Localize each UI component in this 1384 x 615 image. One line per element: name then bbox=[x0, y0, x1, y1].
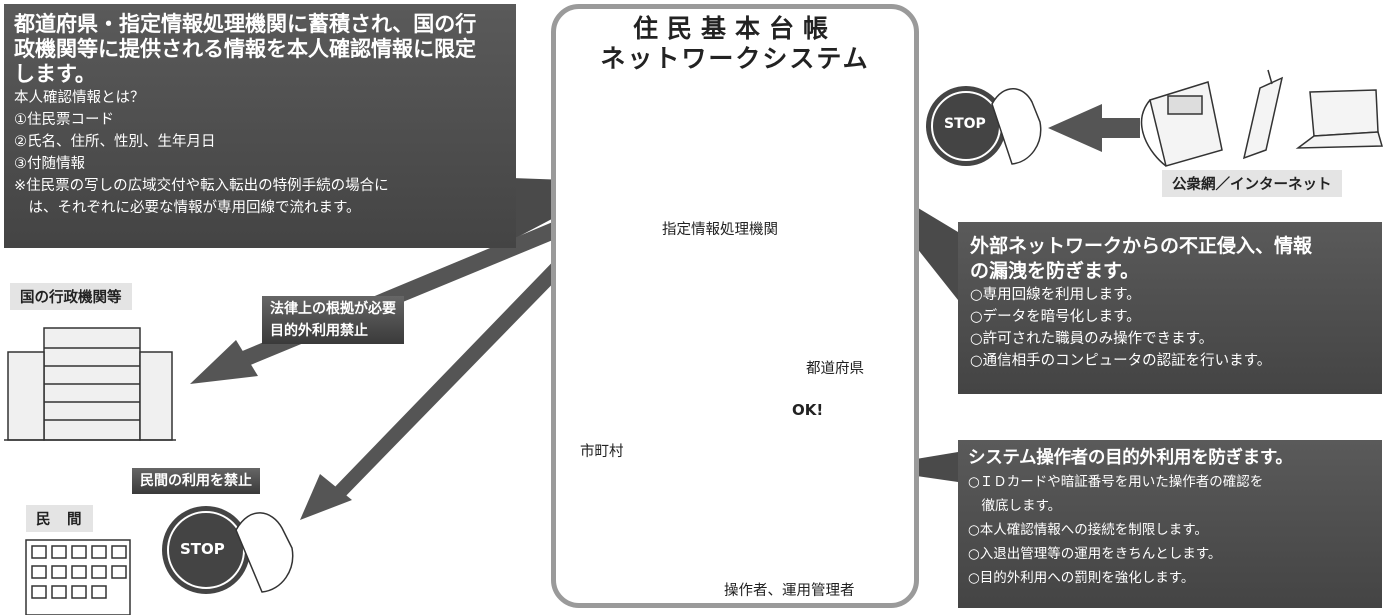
stop-sign-public-icon bbox=[926, 86, 1042, 166]
mobile-phone-icon bbox=[1242, 69, 1284, 160]
system-title-line-1: 住民基本台帳 bbox=[632, 14, 837, 43]
operator-panel: システム操作者の目的外利用を防ぎます。 ○ＩＤカードや暗証番号を用いた操作者の確… bbox=[958, 440, 1382, 608]
info-panel-title-line-3: します。 bbox=[14, 62, 96, 86]
national-tag-line-1: 法律上の根拠が必要 bbox=[270, 301, 396, 317]
ext-panel-line-3: ○許可された職員のみ操作できます。 bbox=[970, 331, 1214, 347]
system-frame bbox=[551, 4, 919, 608]
info-panel: 都道府県・指定情報処理機関に蓄積され、国の行 政機関等に提供される情報を本人確認… bbox=[4, 4, 516, 248]
ext-panel-line-4: ○通信相手のコンピュータの認証を行います。 bbox=[970, 353, 1272, 369]
laptop-icon bbox=[1295, 89, 1383, 149]
system-title: 住民基本台帳 ネットワークシステム bbox=[560, 14, 910, 74]
private-tag: 民間の利用を禁止 bbox=[132, 468, 260, 494]
external-network-panel: 外部ネットワークからの不正侵入、情報 の漏洩を防ぎます。 ○専用回線を利用します… bbox=[958, 222, 1382, 394]
ok-badge: OK! bbox=[792, 401, 824, 419]
national-building-illustration bbox=[4, 327, 176, 441]
telephone-icon bbox=[1140, 81, 1223, 167]
national-tag: 法律上の根拠が必要 目的外利用禁止 bbox=[262, 296, 404, 344]
info-panel-line-5: ※住民票の写しの広域交付や転入転出の特例手続の場合に bbox=[14, 178, 389, 194]
ops-panel-line-1: ○ＩＤカードや暗証番号を用いた操作者の確認を bbox=[968, 474, 1264, 490]
national-tag-line-2: 目的外利用禁止 bbox=[270, 323, 368, 339]
ops-panel-line-4: ○入退出管理等の運用をきちんとします。 bbox=[968, 546, 1222, 562]
ops-panel-line-2: 徹底します。 bbox=[968, 498, 1062, 514]
public-net-label: 公衆網／インターネット bbox=[1162, 170, 1342, 197]
info-panel-line-6: は、それぞれに必要な情報が専用回線で流れます。 bbox=[14, 200, 361, 216]
stop-sign-private-icon bbox=[162, 506, 294, 594]
ops-panel-title: システム操作者の目的外利用を防ぎます。 bbox=[968, 448, 1293, 468]
info-panel-line-4: ③付随情報 bbox=[14, 156, 85, 172]
ext-panel-title-line-1: 外部ネットワークからの不正侵入、情報 bbox=[970, 235, 1313, 257]
info-panel-title-line-2: 政機関等に提供される情報を本人確認情報に限定 bbox=[14, 37, 476, 61]
system-title-line-2: ネットワークシステム bbox=[600, 44, 870, 73]
info-panel-line-1: 本人確認情報とは？ bbox=[14, 90, 145, 106]
ext-panel-line-1: ○専用回線を利用します。 bbox=[970, 287, 1141, 303]
arrow-to-private bbox=[300, 215, 610, 520]
info-panel-line-3: ②氏名、住所、性別、生年月日 bbox=[14, 134, 216, 150]
info-panel-line-2: ①住民票コード bbox=[14, 112, 114, 128]
server-label: 指定情報処理機関 bbox=[662, 222, 778, 238]
arrow-public-net bbox=[1048, 104, 1140, 152]
national-label: 国の行政機関等 bbox=[10, 283, 132, 310]
private-building-illustration bbox=[25, 539, 131, 615]
operator-label: 操作者、運用管理者 bbox=[724, 583, 855, 599]
ops-panel-line-5: ○目的外利用への罰則を強化します。 bbox=[968, 570, 1195, 586]
ops-panel-line-3: ○本人確認情報への接続を制限します。 bbox=[968, 522, 1208, 538]
private-label: 民 間 bbox=[26, 505, 93, 532]
ext-panel-title-line-2: の漏洩を防ぎます。 bbox=[970, 260, 1140, 282]
stop-public-text: STOP bbox=[944, 116, 986, 132]
prefecture-label: 都道府県 bbox=[806, 361, 864, 377]
ext-panel-line-2: ○データを暗号化します。 bbox=[970, 309, 1141, 325]
municipality-label: 市町村 bbox=[580, 444, 624, 460]
stop-private-text: STOP bbox=[180, 540, 225, 558]
info-panel-title-line-1: 都道府県・指定情報処理機関に蓄積され、国の行 bbox=[14, 12, 477, 36]
